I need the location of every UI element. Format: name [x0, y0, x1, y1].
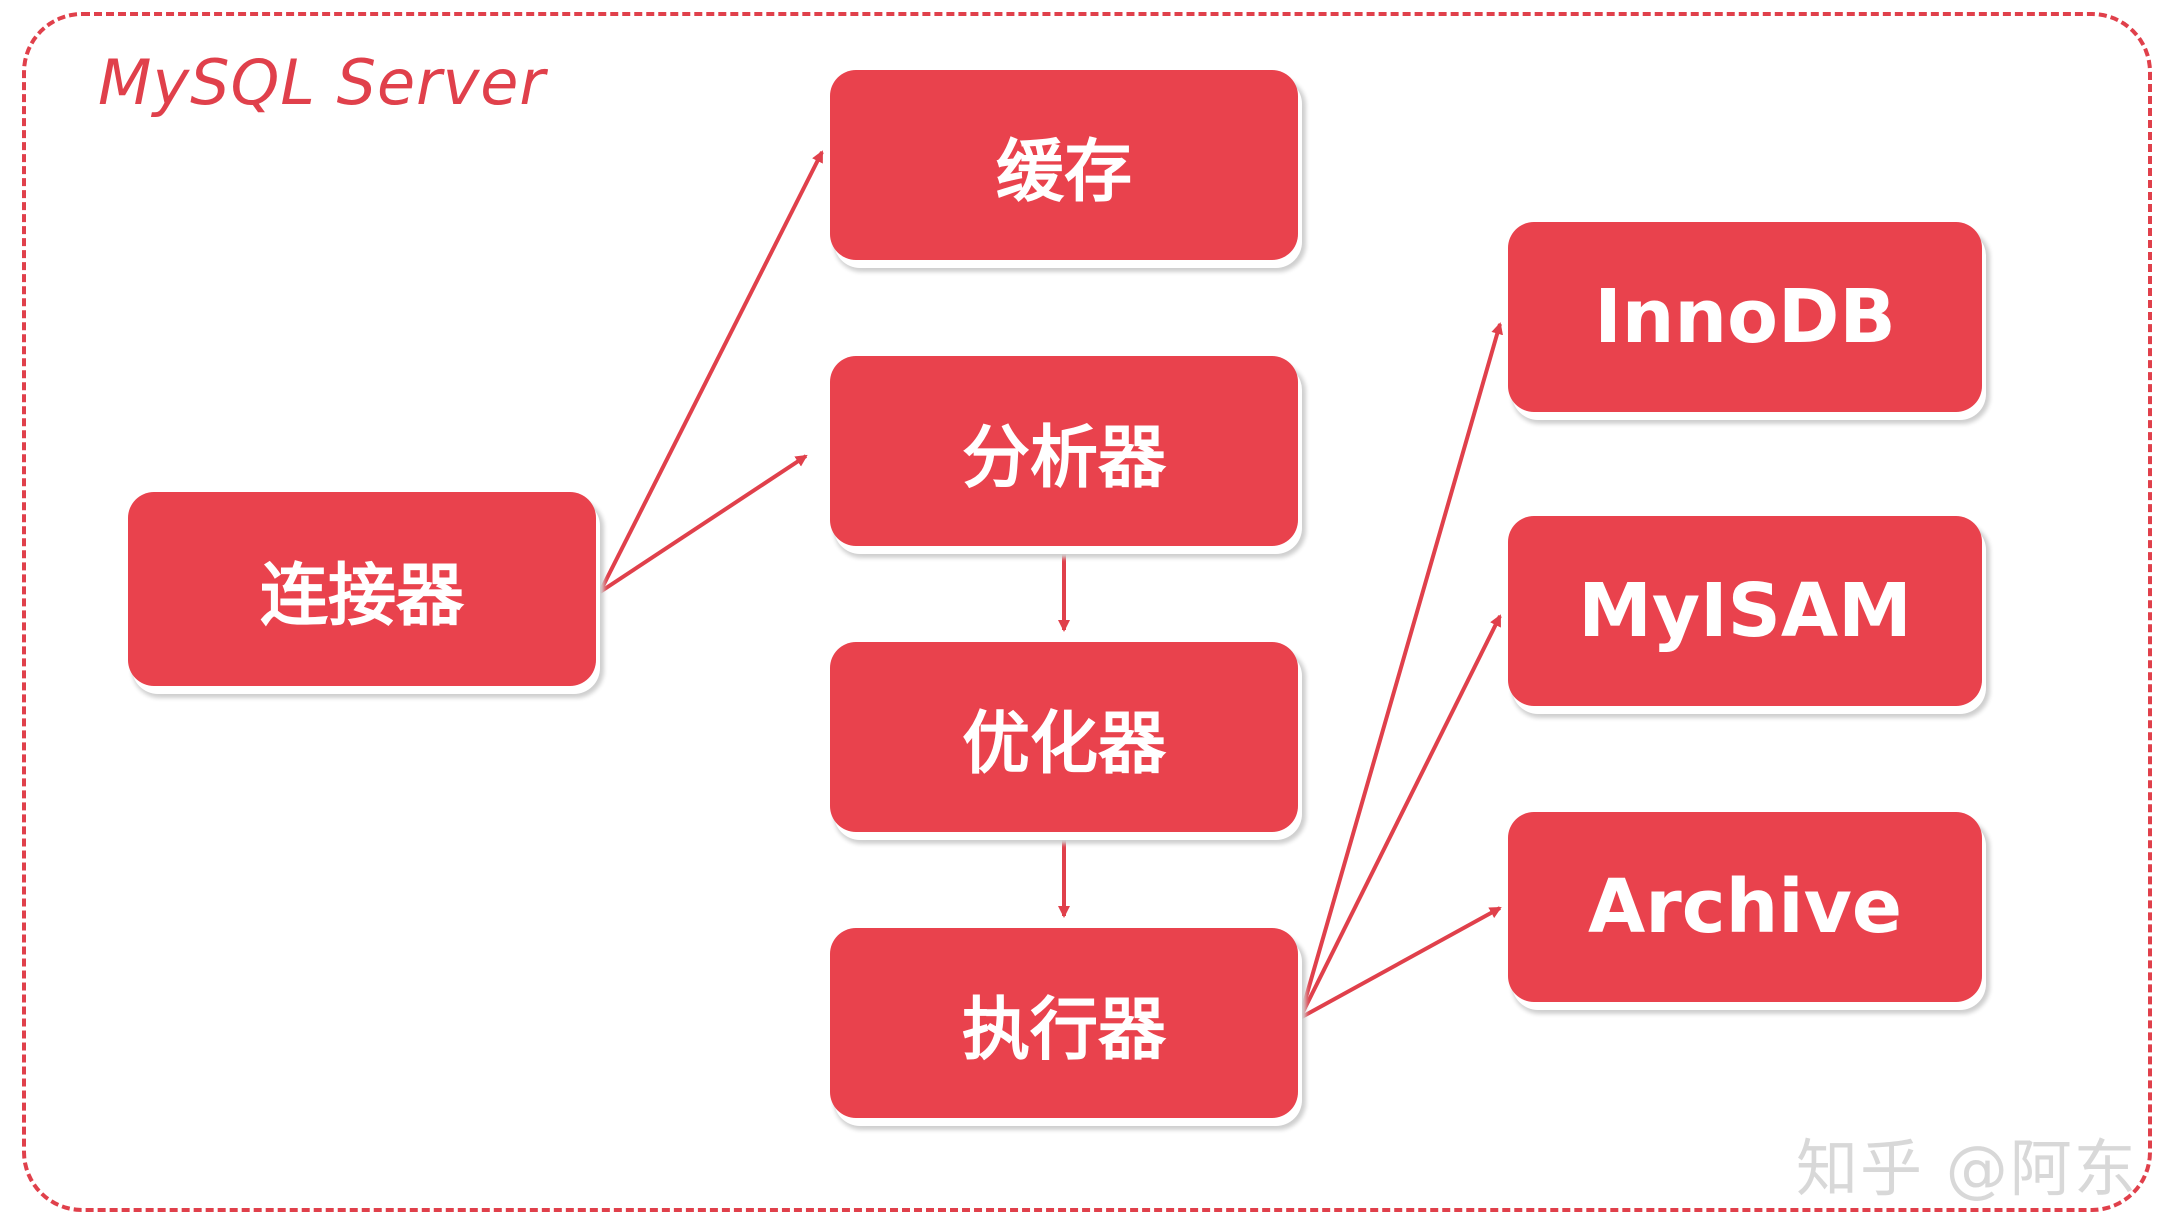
node-archive-label: Archive [1587, 864, 1903, 950]
node-optimizer-label: 优化器 [961, 704, 1166, 784]
node-executor-label: 执行器 [961, 990, 1166, 1070]
edge-connector-to-analyzer [598, 454, 808, 594]
node-optimizer: 优化器 [830, 642, 1298, 832]
node-innodb-label: InnoDB [1594, 274, 1896, 360]
node-cache-label: 缓存 [995, 132, 1132, 212]
node-connector-label: 连接器 [259, 556, 464, 636]
mysql-server-frame [22, 12, 2152, 1212]
node-archive: Archive [1508, 812, 1982, 1002]
frame-title: MySQL Server [98, 46, 546, 119]
edge-executor-to-myisam [1298, 614, 1502, 1019]
node-cache: 缓存 [830, 70, 1298, 260]
node-myisam-label: MyISAM [1578, 568, 1912, 654]
edge-executor-to-archive [1299, 906, 1502, 1020]
node-executor: 执行器 [830, 928, 1298, 1118]
node-myisam: MyISAM [1508, 516, 1982, 706]
node-innodb: InnoDB [1508, 222, 1982, 412]
node-connector: 连接器 [128, 492, 596, 686]
watermark: 知乎 @阿东 [1796, 1132, 2138, 1205]
edge-executor-to-innodb [1298, 322, 1503, 1019]
edge-connector-to-cache [598, 150, 824, 593]
node-analyzer: 分析器 [830, 356, 1298, 546]
node-analyzer-label: 分析器 [961, 418, 1166, 498]
